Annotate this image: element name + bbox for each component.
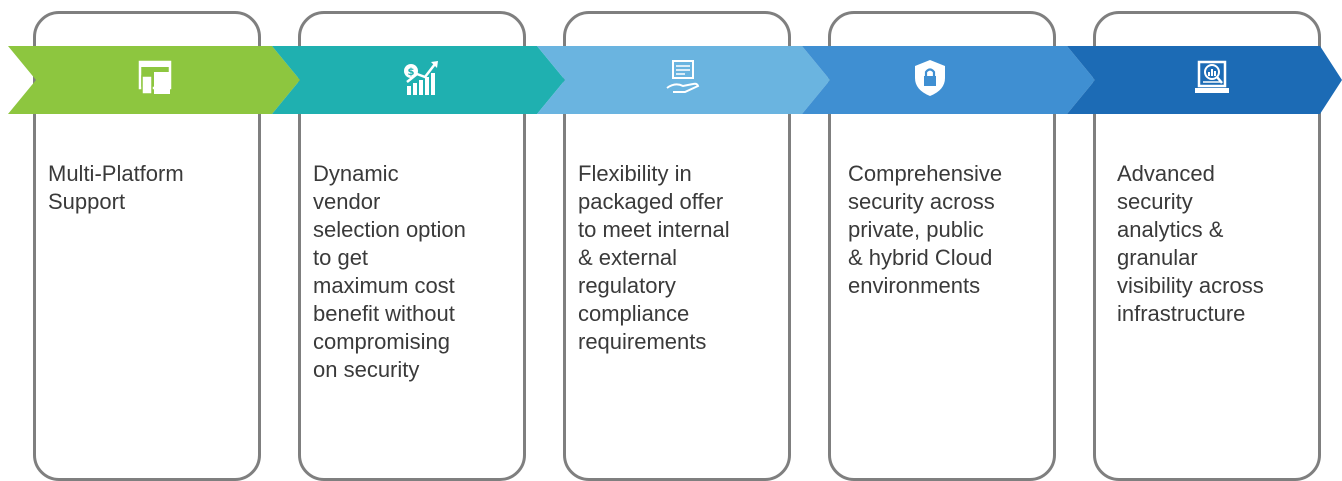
devices-icon bbox=[138, 60, 172, 95]
chevron-2 bbox=[272, 46, 565, 114]
step-text-2: Dynamic vendor selection option to get m… bbox=[313, 161, 466, 382]
step-text-3: Flexibility in packaged offer to meet in… bbox=[578, 161, 730, 354]
cost-growth-icon: $ bbox=[404, 61, 438, 95]
chevron-5 bbox=[1067, 46, 1342, 114]
analytics-laptop-icon bbox=[1195, 60, 1229, 93]
step-text-1: Multi-Platform Support bbox=[48, 161, 184, 214]
chevron-3 bbox=[537, 46, 830, 114]
offer-hand-icon bbox=[666, 60, 700, 93]
step-text-5: Advanced security analytics & granular v… bbox=[1117, 161, 1264, 326]
chevron-4 bbox=[802, 46, 1095, 114]
security-shield-icon bbox=[915, 60, 945, 96]
svg-text:$: $ bbox=[408, 67, 415, 78]
step-text-4: Comprehensive security across private, p… bbox=[848, 161, 1003, 298]
